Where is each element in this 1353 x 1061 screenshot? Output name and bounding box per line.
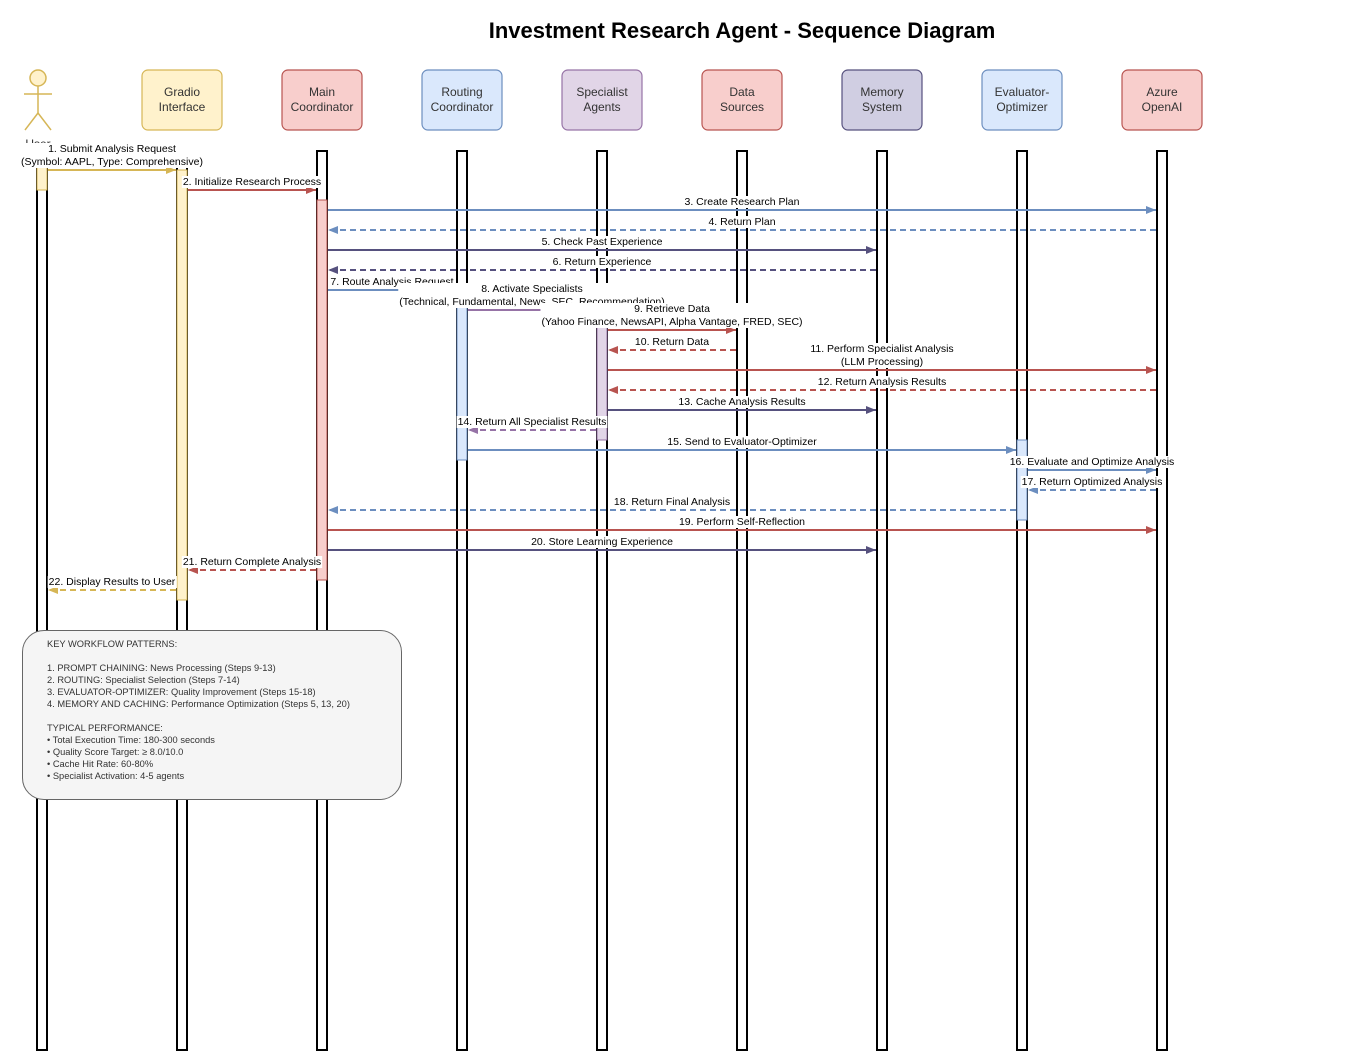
message-6: 6. Return Experience	[328, 256, 876, 274]
lifeline-data	[736, 150, 748, 1051]
diagram-title: Investment Research Agent - Sequence Dia…	[489, 18, 996, 43]
message-label: 20. Store Learning Experience	[531, 536, 673, 548]
message-13: 13. Cache Analysis Results	[608, 396, 876, 414]
message-label: 5. Check Past Experience	[542, 236, 663, 248]
note-line: • Specialist Activation: 4-5 agents	[47, 771, 185, 781]
message-label: 9. Retrieve Data(Yahoo Finance, NewsAPI,…	[541, 303, 802, 328]
note-line: 2. ROUTING: Specialist Selection (Steps …	[47, 675, 240, 685]
message-label: 3. Create Research Plan	[685, 196, 800, 208]
activation-main	[316, 199, 328, 581]
message-label: 18. Return Final Analysis	[614, 496, 730, 508]
message-label: 2. Initialize Research Process	[183, 176, 321, 188]
message-label: 21. Return Complete Analysis	[183, 556, 321, 568]
message-3: 3. Create Research Plan	[328, 196, 1156, 214]
message-label: 10. Return Data	[635, 336, 709, 348]
message-17: 17. Return Optimized Analysis	[1020, 476, 1164, 494]
message-19: 19. Perform Self-Reflection	[328, 516, 1156, 534]
message-label: 16. Evaluate and Optimize Analysis	[1010, 456, 1175, 468]
message-1: 1. Submit Analysis Request(Symbol: AAPL,…	[20, 143, 204, 174]
message-5: 5. Check Past Experience	[328, 236, 876, 254]
activation-routing	[456, 299, 468, 461]
message-label: 22. Display Results to User	[49, 576, 176, 588]
note-line: • Cache Hit Rate: 60-80%	[47, 759, 154, 769]
message-label: 13. Cache Analysis Results	[678, 396, 805, 408]
participant-user: User	[24, 69, 52, 151]
message-label: 6. Return Experience	[553, 256, 652, 268]
note-line: 3. EVALUATOR-OPTIMIZER: Quality Improvem…	[47, 687, 316, 697]
note-line	[47, 710, 391, 722]
participant-label: Evaluator-Optimizer	[995, 85, 1050, 114]
note-line: TYPICAL PERFORMANCE:	[47, 723, 163, 733]
message-label: 15. Send to Evaluator-Optimizer	[667, 436, 817, 448]
message-22: 22. Display Results to User	[47, 576, 177, 594]
note-line: • Quality Score Target: ≥ 8.0/10.0	[47, 747, 184, 757]
message-label: 4. Return Plan	[708, 216, 775, 228]
message-label: 1. Submit Analysis Request(Symbol: AAPL,…	[21, 143, 203, 168]
lifeline-specialist	[596, 150, 608, 1051]
message-8: 8. Activate Specialists(Technical, Funda…	[398, 283, 666, 314]
message-label: 14. Return All Specialist Results	[458, 416, 607, 428]
note-line: • Total Execution Time: 180-300 seconds	[47, 735, 215, 745]
message-4: 4. Return Plan	[328, 216, 1156, 234]
message-label: 19. Perform Self-Reflection	[679, 516, 805, 528]
message-15: 15. Send to Evaluator-Optimizer	[468, 436, 1016, 454]
lifeline-user	[36, 150, 48, 1051]
note-line: 1. PROMPT CHAINING: News Processing (Ste…	[47, 663, 276, 673]
message-18: 18. Return Final Analysis	[328, 496, 1016, 514]
note-line: 4. MEMORY AND CACHING: Performance Optim…	[47, 699, 350, 709]
activation-gradio	[176, 169, 188, 601]
workflow-patterns-note: KEY WORKFLOW PATTERNS: 1. PROMPT CHAININ…	[22, 630, 402, 800]
message-12: 12. Return Analysis Results	[608, 376, 1156, 394]
message-16: 16. Evaluate and Optimize Analysis	[1008, 456, 1176, 474]
note-line: KEY WORKFLOW PATTERNS:	[47, 639, 178, 649]
message-10: 10. Return Data	[608, 336, 736, 354]
message-label: 17. Return Optimized Analysis	[1022, 476, 1163, 488]
message-21: 21. Return Complete Analysis	[181, 556, 323, 574]
lifeline-azure	[1156, 150, 1168, 1051]
message-9: 9. Retrieve Data(Yahoo Finance, NewsAPI,…	[540, 303, 804, 334]
message-label: 11. Perform Specialist Analysis(LLM Proc…	[810, 343, 953, 368]
participant-evaluator: Evaluator-Optimizer	[981, 69, 1063, 131]
message-label: 12. Return Analysis Results	[818, 376, 946, 388]
message-20: 20. Store Learning Experience	[328, 536, 876, 554]
message-11: 11. Perform Specialist Analysis(LLM Proc…	[608, 343, 1156, 374]
lifeline-memory	[876, 150, 888, 1051]
lifeline-main	[316, 150, 328, 1051]
actor-head	[29, 69, 47, 87]
lifeline-routing	[456, 150, 468, 1051]
message-2: 2. Initialize Research Process	[181, 176, 323, 194]
lifeline-evaluator	[1016, 150, 1028, 1051]
note-line	[47, 650, 391, 662]
message-14: 14. Return All Specialist Results	[456, 416, 608, 434]
